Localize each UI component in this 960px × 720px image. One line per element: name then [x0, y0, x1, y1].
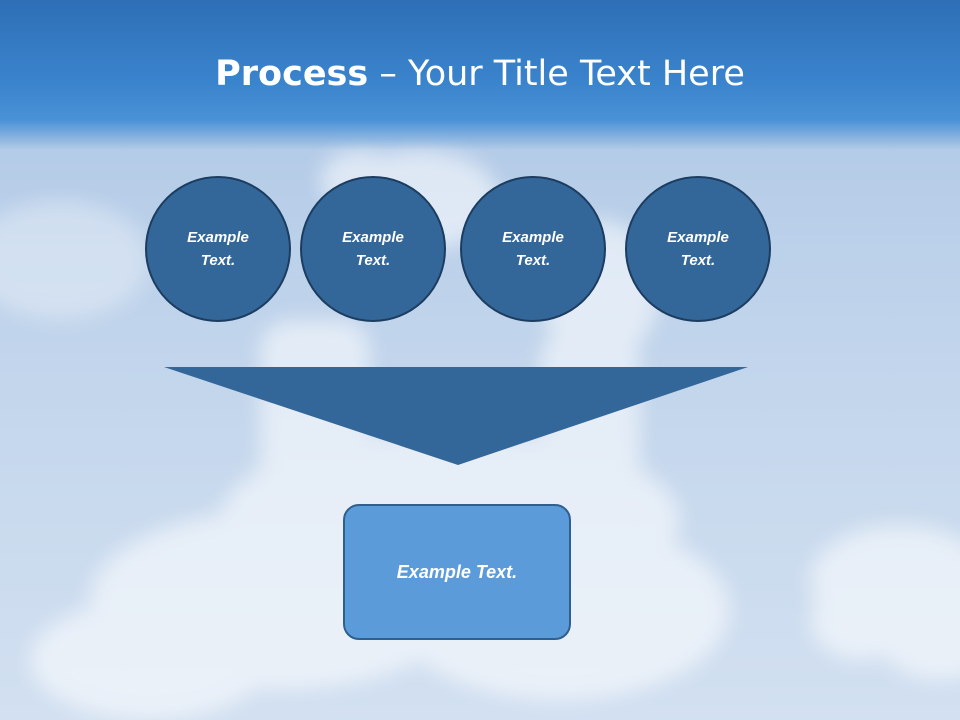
process-step-circle-4: Example Text.	[625, 176, 771, 322]
title-banner	[0, 0, 960, 150]
step-1-text: Example Text.	[187, 229, 249, 269]
step-3-text: Example Text.	[502, 229, 564, 269]
result-text: Example Text.	[396, 561, 518, 582]
process-step-circle-1: Example Text.	[145, 176, 291, 322]
step-4-text: Example Text.	[667, 229, 729, 269]
title-bold: Process	[215, 54, 369, 94]
result-box: Example Text.	[343, 504, 571, 640]
title-rest: – Your Title Text Here	[368, 54, 745, 94]
funnel-arrow-shape	[164, 367, 748, 465]
process-step-circle-2: Example Text.	[300, 176, 446, 322]
slide-title: Process – Your Title Text Here	[0, 52, 960, 96]
process-step-circle-3: Example Text.	[460, 176, 606, 322]
step-2-text: Example Text.	[342, 229, 404, 269]
